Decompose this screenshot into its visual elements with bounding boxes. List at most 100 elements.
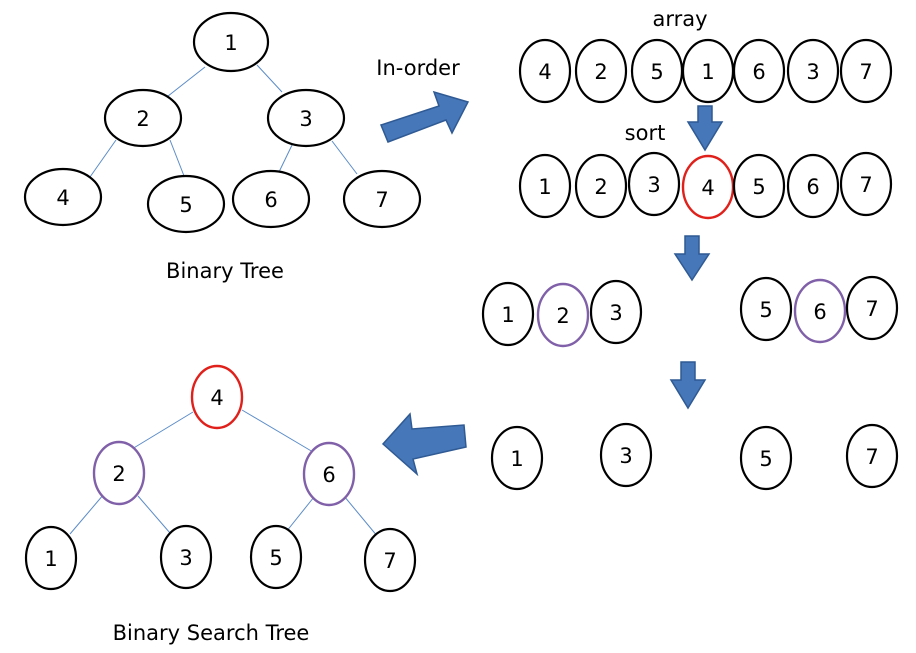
binary-tree: 1 2 3 4 5 6 7 Binary Tree [23,11,422,283]
binary-tree-caption: Binary Tree [166,259,284,283]
bst-node-subroot: 2 [92,440,146,506]
bt-node-label: 4 [56,186,69,210]
split-cell: 3 [589,279,643,345]
split-cell-label: 3 [609,301,622,325]
array-cell-label: 3 [806,60,819,84]
bt-node: 4 [23,167,103,227]
bt-node: 5 [146,174,226,234]
leaf-cell: 1 [490,425,544,491]
bt-edge-1-3 [256,64,283,93]
leaf-cell-label: 7 [865,445,878,469]
bst-node-label: 5 [269,546,282,570]
bt-node: 2 [103,88,183,148]
leaves-row: 1 3 5 7 [490,422,899,491]
array-cell: 6 [732,38,786,104]
bt-edge-3-7 [331,140,358,175]
sorted-cell-middle: 4 [681,154,735,220]
array-row: 4 2 5 1 6 3 7 [518,38,893,104]
bst-node: 7 [363,527,417,593]
leaves-arrow-icon [669,361,707,410]
split-left-group: 1 2 3 [481,279,643,348]
split-left-middle-label: 2 [556,304,569,328]
bt-node: 1 [192,11,270,73]
bt-edge-2-5 [169,139,187,182]
split-cell-middle: 6 [793,278,847,344]
leaf-cell: 7 [845,423,899,489]
sorted-row: 1 2 3 4 5 6 7 [518,151,893,220]
sorted-cell: 6 [786,153,840,219]
bst-node-label: 6 [322,463,335,487]
array-cell-label: 5 [650,60,663,84]
bst-node-label: 1 [44,547,57,571]
split-cell: 1 [481,281,535,347]
bt-node-label: 1 [224,31,237,55]
array-label: array [652,7,707,31]
bt-node: 7 [342,169,422,229]
bst-edge-4-2 [131,411,194,450]
bt-edge-3-6 [278,142,294,173]
bst-node-label: 4 [210,386,223,410]
array-cell: 5 [630,38,684,104]
bst-edge-6-7 [343,495,379,538]
bst-node-label: 2 [112,462,125,486]
array-cell: 4 [518,38,572,104]
split-right-middle-label: 6 [813,300,826,324]
sorted-cell-label: 5 [752,175,765,199]
bst-edge-6-5 [285,496,315,533]
sorted-cell-label: 2 [594,175,607,199]
leaf-cell: 3 [599,422,653,488]
leaf-cell-label: 1 [510,447,523,471]
sort-arrow-icon [686,105,724,152]
bst-edge-2-1 [69,493,105,535]
split-right-group: 5 6 7 [739,275,899,344]
split-cell-label: 5 [759,298,772,322]
split-arrow-icon [673,235,711,282]
split-cell: 7 [845,275,899,341]
sort-label: sort [625,121,666,145]
in-order-arrow-icon [379,90,470,143]
bt-node-label: 3 [299,107,312,131]
split-cell: 5 [739,276,793,342]
bst-edge-2-3 [137,495,171,534]
bt-node-label: 2 [136,107,149,131]
array-cell: 2 [574,38,628,104]
sorted-cell-label: 1 [538,175,551,199]
leaf-cell: 5 [739,425,793,491]
array-cell-label: 2 [594,60,607,84]
bst-node: 5 [249,524,303,590]
bst-node: 1 [24,525,78,591]
array-cell: 7 [839,38,893,104]
bst-node-label: 7 [383,549,396,573]
bt-node-label: 6 [264,188,277,212]
array-cell: 3 [786,38,840,104]
leaf-cell-label: 5 [759,447,772,471]
bst-node-subroot: 6 [302,441,356,507]
array-cell-label: 1 [701,60,714,84]
binary-search-tree: 4 2 6 1 3 5 7 Binary Search Tree [24,364,417,645]
bt-edge-2-4 [89,139,117,178]
sorted-cell: 7 [839,151,893,217]
sorted-cell: 2 [574,153,628,219]
sorted-cell: 3 [627,151,681,217]
array-cell-label: 4 [538,60,551,84]
binary-search-tree-caption: Binary Search Tree [113,621,310,645]
bt-node: 6 [231,169,311,229]
build-bst-arrow-icon [381,412,467,477]
in-order-label: In-order [376,56,460,80]
array-cell: 1 [681,38,735,104]
leaf-cell-label: 3 [619,444,632,468]
sorted-middle-label: 4 [701,176,714,200]
bst-edge-4-6 [241,409,314,453]
bt-edge-1-2 [162,66,206,101]
array-cell-label: 6 [752,60,765,84]
sorted-cell: 5 [732,153,786,219]
split-cell-label: 1 [501,303,514,327]
bt-node-label: 5 [179,193,192,217]
bst-node-label: 3 [179,546,192,570]
sorted-cell-label: 3 [647,173,660,197]
array-cell-label: 7 [859,60,872,84]
bt-node-label: 7 [375,188,388,212]
bst-node-root: 4 [190,364,244,430]
